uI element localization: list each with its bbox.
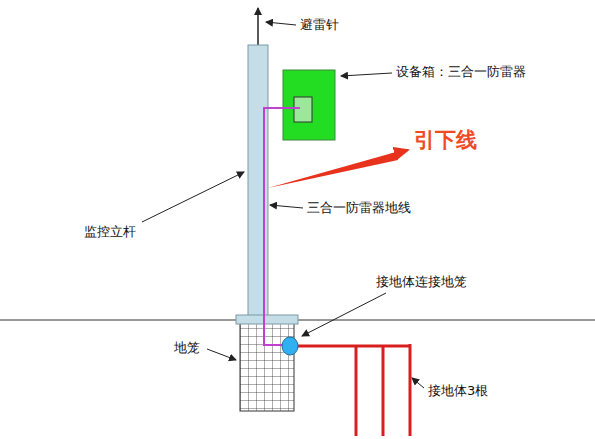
leader-line	[207, 349, 236, 360]
connection-point	[282, 337, 298, 355]
ground-wire	[264, 108, 300, 345]
lightning-rod	[257, 8, 259, 45]
highlight-label: 引下线	[414, 128, 477, 153]
equipment-box	[283, 70, 335, 140]
grounding-rod	[409, 344, 412, 436]
grounding-rod	[382, 346, 385, 436]
leader-line	[302, 293, 386, 336]
leader-line	[270, 205, 303, 208]
leader-line	[142, 172, 244, 222]
red-arrow-body	[268, 152, 398, 188]
part-label: 三合一防雷器地线	[307, 200, 411, 216]
part-label: 设备箱：三合一防雷器	[396, 64, 526, 80]
part-label: 避雷针	[300, 17, 339, 33]
ground-cage	[240, 323, 294, 411]
leader-line	[341, 73, 392, 76]
red-arrow-head	[390, 150, 408, 155]
part-label: 监控立杆	[84, 224, 136, 240]
part-label: 接地体连接地笼	[376, 274, 467, 290]
part-label: 地笼	[174, 340, 200, 356]
leader-line	[412, 378, 424, 388]
connector-bar	[296, 345, 410, 348]
part-label: 接地体3根	[428, 383, 488, 399]
surge-protector	[294, 97, 312, 122]
leader-line	[266, 22, 296, 25]
pole-base	[236, 315, 298, 324]
grounding-rod	[355, 346, 358, 436]
